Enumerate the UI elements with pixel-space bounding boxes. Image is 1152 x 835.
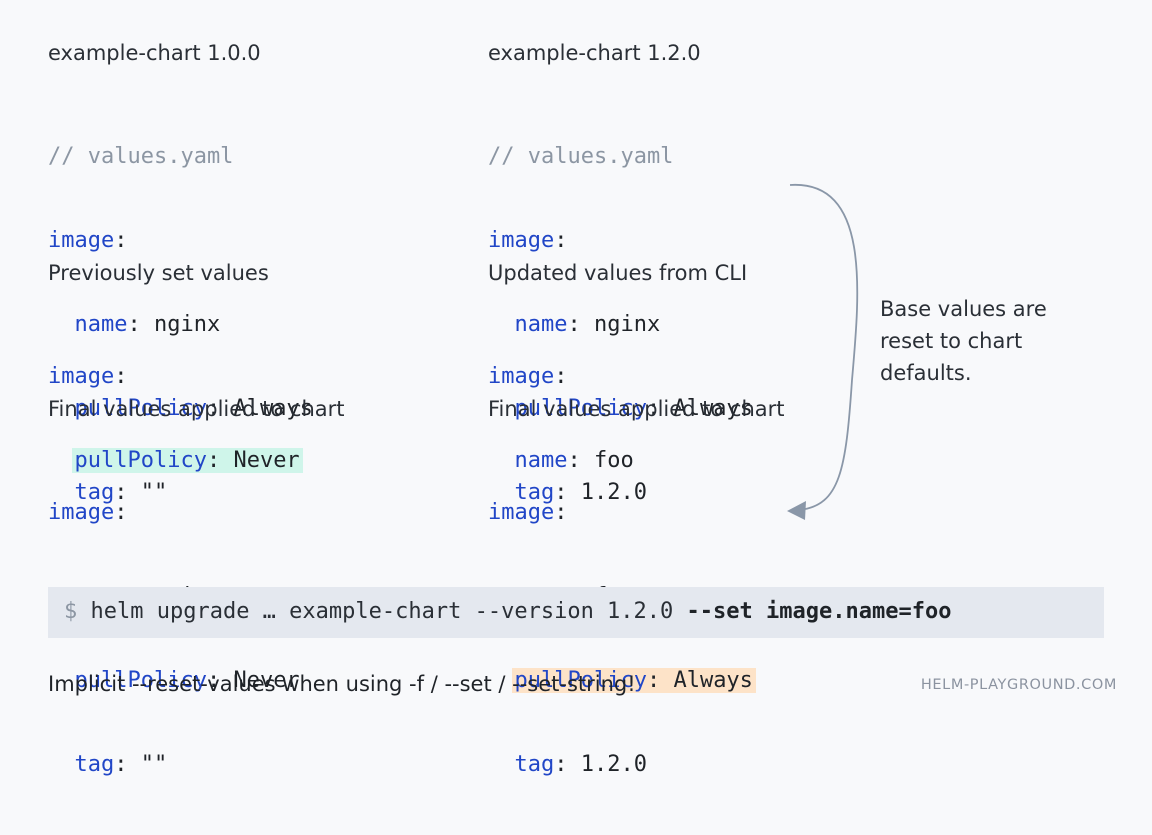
- yaml-line: image:: [48, 500, 128, 525]
- reset-arrow: [787, 184, 859, 520]
- yaml-line: name: nginx: [514, 312, 661, 337]
- kept-value-highlight: pullPolicy: Never: [71, 448, 303, 473]
- yaml-line: image:: [48, 228, 128, 253]
- values-comment: // values.yaml: [48, 144, 234, 169]
- updated-values-heading: Updated values from CLI: [488, 261, 748, 285]
- final-values-heading-new: Final values applied to chart: [488, 397, 785, 421]
- reset-note: Base values are reset to chart defaults.: [880, 297, 1047, 385]
- yaml-line: tag: 1.2.0: [514, 480, 647, 505]
- yaml-line: pullPolicy: Always: [514, 396, 753, 421]
- footer-caption: Implicit --reset-values when using -f / …: [48, 672, 636, 696]
- yaml-line: pullPolicy: Never: [74, 668, 300, 693]
- yaml-line: tag: "": [74, 752, 168, 777]
- arrowhead-icon: [787, 501, 806, 520]
- brand-label: HELM-PLAYGROUND.COM: [920, 677, 1117, 693]
- updated-values-block: image: name: foo: [488, 307, 634, 531]
- yaml-line: tag: "": [74, 480, 168, 505]
- yaml-line: image:: [488, 228, 568, 253]
- command-flags: --set image.name=foo: [686, 599, 952, 624]
- yaml-line: tag: 1.2.0: [514, 752, 647, 777]
- yaml-line: pullPolicy: Always: [488, 667, 756, 695]
- values-comment: // values.yaml: [488, 144, 674, 169]
- yaml-line: image:: [488, 364, 568, 389]
- yaml-line: image:: [48, 364, 128, 389]
- reset-value-highlight: pullPolicy: Always: [511, 668, 756, 693]
- values-yaml-new: // values.yaml image: name: nginx pullPo…: [488, 87, 753, 563]
- yaml-line: pullPolicy: Never: [48, 447, 303, 475]
- yaml-line: pullPolicy: Always: [74, 396, 313, 421]
- arrow-path: [789, 184, 859, 511]
- previous-values-heading: Previously set values: [48, 261, 269, 285]
- command-line: $ helm upgrade … example-chart --version…: [64, 598, 951, 626]
- chart-title-new: example-chart 1.2.0: [488, 41, 701, 65]
- previous-values-block: image: pullPolicy: Never: [48, 307, 303, 531]
- command-bar: $ helm upgrade … example-chart --version…: [48, 587, 1104, 638]
- yaml-line: name: foo: [514, 448, 634, 473]
- values-yaml-old: // values.yaml image: name: nginx pullPo…: [48, 87, 313, 563]
- yaml-line: image:: [488, 500, 568, 525]
- chart-title-old: example-chart 1.0.0: [48, 41, 261, 65]
- yaml-line: name: nginx: [74, 312, 221, 337]
- final-values-heading-old: Final values applied to chart: [48, 397, 345, 421]
- prompt-symbol: $: [64, 599, 78, 624]
- command-text: helm upgrade … example-chart --version 1…: [90, 599, 674, 624]
